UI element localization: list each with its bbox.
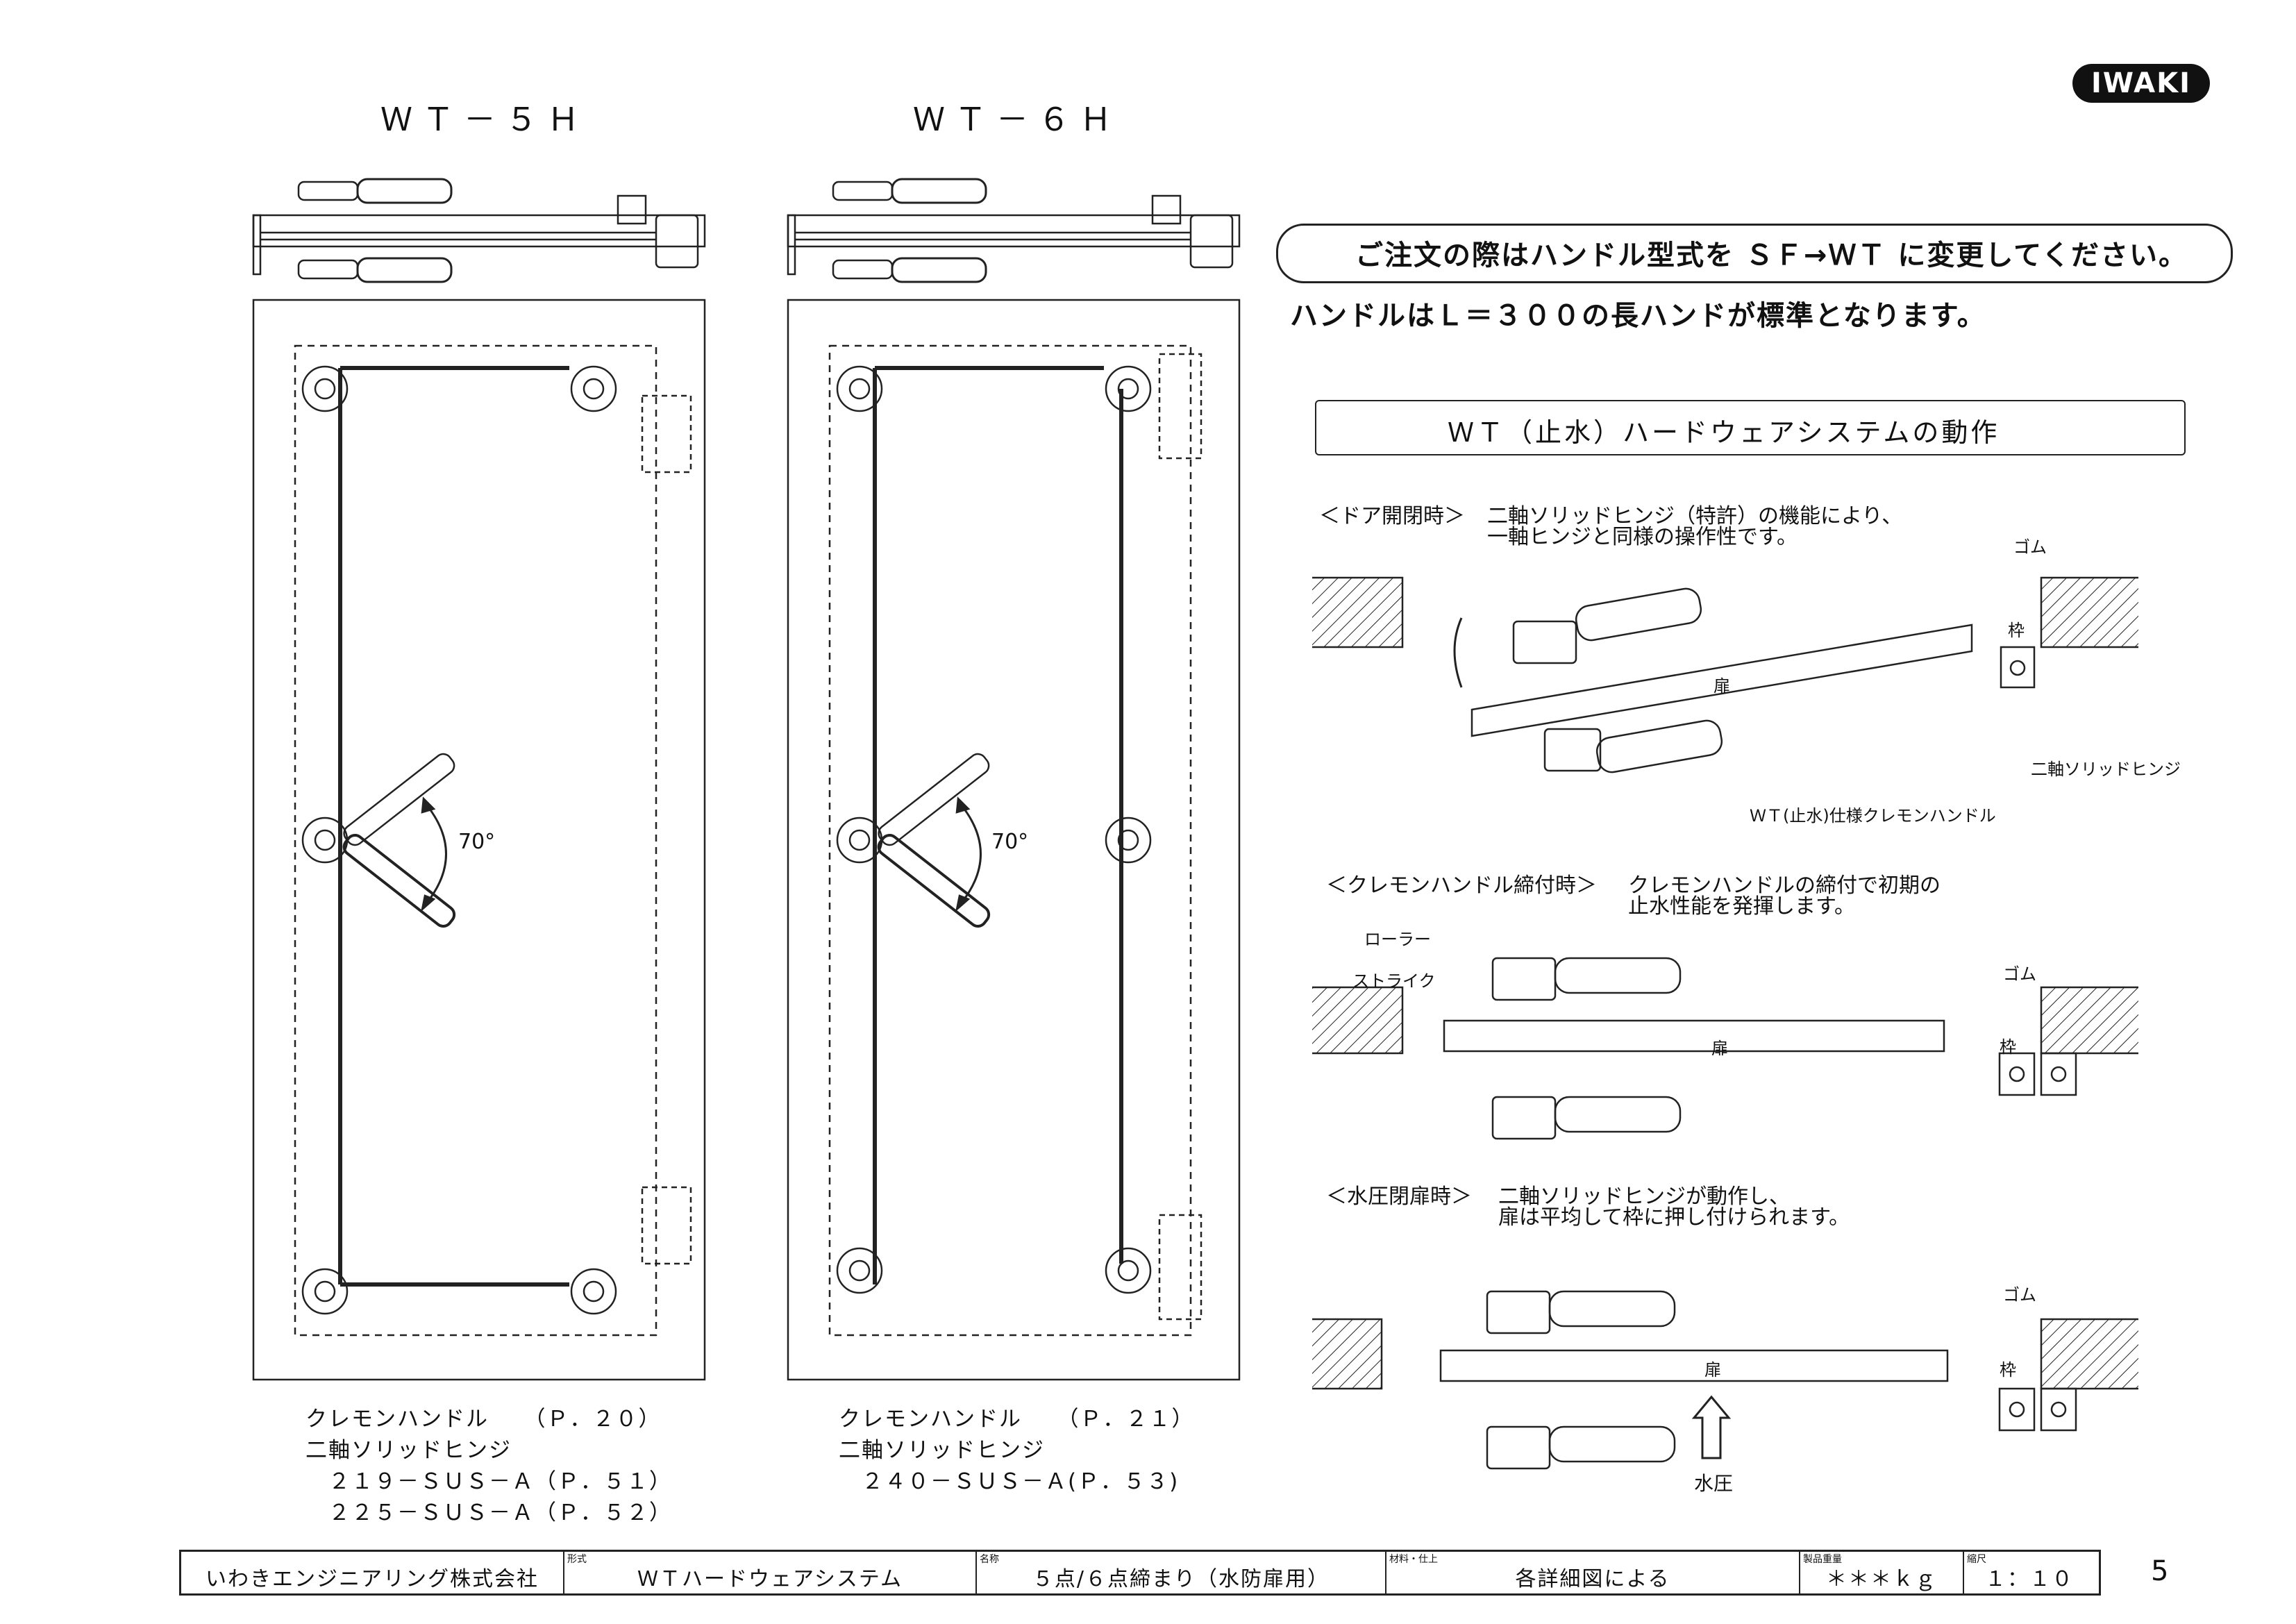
title-scale-caption: 縮尺 [1967,1554,1986,1565]
step-pressure-label: ＜水圧閉扉時＞ [1326,1184,1472,1209]
title-scale-cell: 縮尺 １：１０ [1964,1552,2095,1593]
title-type-cell: 形式 ＷＴハードウェアシステム [564,1552,977,1593]
pressure-rubber-label: ゴム [2003,1285,2036,1305]
wt6h-spec-hinge: 二軸ソリッドヒンジ [839,1438,1045,1463]
title-type-caption: 形式 [567,1554,587,1565]
open-frame-label: 枠 [2008,621,2025,640]
diagram-door-opening [1312,576,2138,773]
title-name-cell: 名称 ５点/６点締まり（水防扉用） [977,1552,1386,1593]
door-drawings [252,178,1241,1381]
title-type: ＷＴハードウェアシステム [637,1567,903,1591]
wt6h-angle-label: 70° [991,830,1029,854]
tighten-door-label: 扉 [1711,1039,1728,1058]
order-notice-box [1276,224,2233,283]
step-tighten-line2: 止水性能を発揮します。 [1628,894,1855,919]
wt5h-plan-view [252,178,706,283]
operation-diagrams [1312,576,2138,1470]
open-handle-label: ＷＴ(止水)仕様クレモンハンドル [1750,806,1996,826]
wt6h-plan-view [787,178,1241,283]
tighten-roller-label: ローラー [1364,930,1431,949]
wt5h-spec-handle: クレモンハンドル （Ｐ．２０） [305,1407,662,1432]
title-company: いわきエンジニアリング株式会社 [206,1567,539,1591]
title-material-caption: 材料・仕上 [1389,1554,1438,1565]
wt5h-spec-hinge: 二軸ソリッドヒンジ [305,1438,512,1463]
wt5h-angle-label: 70° [458,830,496,854]
pressure-door-label: 扉 [1704,1360,1721,1380]
page-number: 5 [2151,1555,2169,1587]
tighten-frame-label: 枠 [2000,1037,2016,1057]
title-company-cell: いわきエンジニアリング株式会社 [181,1552,564,1593]
title-block: いわきエンジニアリング株式会社 形式 ＷＴハードウェアシステム 名称 ５点/６点… [179,1550,2101,1596]
title-name-caption: 名称 [980,1554,999,1565]
title-weight-caption: 製品重量 [1803,1554,1842,1565]
wt5h-spec-hinge-219: ２１９－ＳＵＳ－Ａ（Ｐ．５１） [305,1469,672,1494]
iwaki-logo: IWAKI [2072,64,2210,103]
step-tighten-label: ＜クレモンハンドル締付時＞ [1326,873,1597,898]
open-hinge-label: 二軸ソリッドヒンジ [2031,760,2181,779]
section-title-box [1315,400,2186,455]
tighten-rubber-label: ゴム [2003,964,2036,984]
title-material-cell: 材料・仕上 各詳細図による [1386,1552,1800,1593]
model-wt6h: ＷＴ－６Ｈ [913,101,1121,138]
step-pressure-line1: 二軸ソリッドヒンジが動作し、 [1498,1184,1790,1209]
title-name: ５点/６点締まり（水防扉用） [1032,1567,1330,1591]
open-rubber-label: ゴム [2013,537,2047,557]
step-open-line2: 一軸ヒンジと同様の操作性です。 [1487,525,1798,549]
standard-handle-note: ハンドルはＬ＝３００の長ハンドが標準となります。 [1290,300,1986,332]
title-scale: １：１０ [1985,1567,2074,1591]
wt6h-spec-handle: クレモンハンドル （Ｐ．２１） [839,1407,1195,1432]
water-pressure-label: 水圧 [1694,1472,1734,1495]
title-weight-cell: 製品重量 ＊＊＊ｋｇ [1800,1552,1964,1593]
wt6h-door-elevation [787,299,1241,1381]
wt5h-spec-hinge-225: ２２５－ＳＵＳ－Ａ（Ｐ．５２） [305,1500,672,1525]
order-notice-text: ご注文の際はハンドル型式を ＳＦ→ＷＴ に変更してください。 [1355,240,2188,271]
step-pressure-line2: 扉は平均して枠に押し付けられます。 [1498,1205,1850,1230]
section-title: ＷＴ（止水）ハードウェアシステムの動作 [1448,417,2000,448]
diagram-handle-tighten [1312,957,2138,1140]
title-weight: ＊＊＊ｋｇ [1826,1567,1937,1591]
open-door-label: 扉 [1713,676,1730,696]
step-tighten-line1: クレモンハンドルの締付で初期の [1628,873,1941,898]
diagram-water-pressure [1312,1290,2138,1470]
model-wt5h: ＷＴ－５Ｈ [380,101,589,138]
step-open-line1: 二軸ソリッドヒンジ（特許）の機能により、 [1487,504,1903,528]
title-material: 各詳細図による [1515,1567,1670,1591]
step-open-label: ＜ドア開閉時＞ [1319,504,1465,528]
pressure-frame-label: 枠 [2000,1360,2016,1380]
tighten-strike-label: ストライク [1352,971,1436,991]
wt5h-door-elevation [252,299,706,1381]
wt6h-spec-hinge-240: ２４０－ＳＵＳ－Ａ(Ｐ．５３) [839,1469,1180,1494]
